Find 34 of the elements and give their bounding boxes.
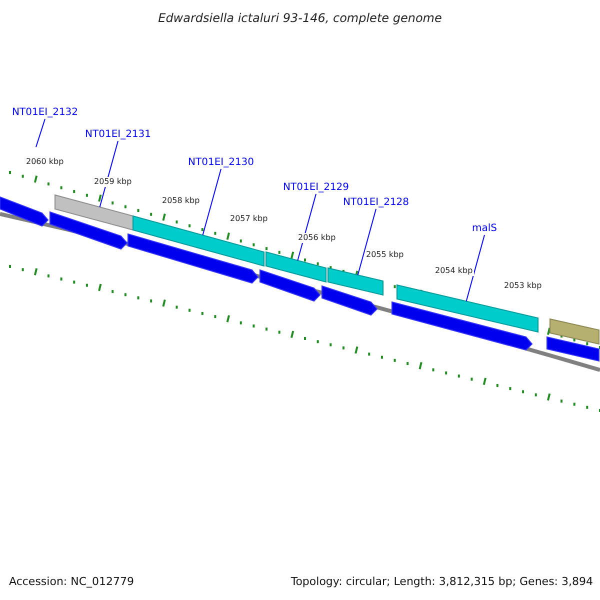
leader-line (357, 208, 376, 276)
gene-feature-bar (322, 285, 378, 316)
genome-info-text: Topology: circular; Length: 3,812,315 bp; Genes: 3,894 (290, 576, 593, 587)
gene-feature-bar (392, 301, 533, 351)
leader-line (36, 118, 46, 148)
gene-feature-bar (266, 251, 326, 283)
scale-label: 2059 kbp (93, 177, 133, 187)
scale-label: 2054 kbp (434, 266, 474, 276)
gene-label: NT01EI_2131 (85, 130, 152, 140)
leader-line (202, 168, 222, 236)
gene-label: NT01EI_2128 (343, 198, 410, 208)
gene-feature-bar (54, 194, 134, 231)
scale-label: 2058 kbp (161, 196, 201, 206)
scale-label: 2056 kbp (297, 233, 337, 243)
scale-label: 2057 kbp (229, 214, 269, 224)
scale-label: 2060 kbp (25, 157, 65, 167)
gene-feature-bar (546, 336, 600, 362)
scale-label: 2053 kbp (503, 281, 543, 291)
gene-feature-bar (128, 233, 259, 284)
leader-line (466, 234, 485, 302)
gene-label: malS (472, 224, 497, 234)
scale-label: 2055 kbp (365, 250, 405, 260)
gene-feature-bar (550, 318, 600, 345)
gene-feature-bar (0, 196, 49, 227)
gene-label: NT01EI_2130 (188, 158, 254, 168)
diagram-title: Edwardsiella ictaluri 93-146, complete genome (157, 12, 443, 24)
leader-line (297, 194, 316, 261)
gene-label: NT01EI_2129 (283, 183, 350, 193)
accession-text: Accession: NC_012779 (9, 576, 134, 587)
leader-line (99, 140, 118, 208)
gene-feature-bar (50, 211, 128, 250)
gene-feature-bar (260, 269, 321, 302)
gene-label: NT01EI_2132 (12, 108, 78, 118)
gene-feature-bar (328, 267, 384, 296)
